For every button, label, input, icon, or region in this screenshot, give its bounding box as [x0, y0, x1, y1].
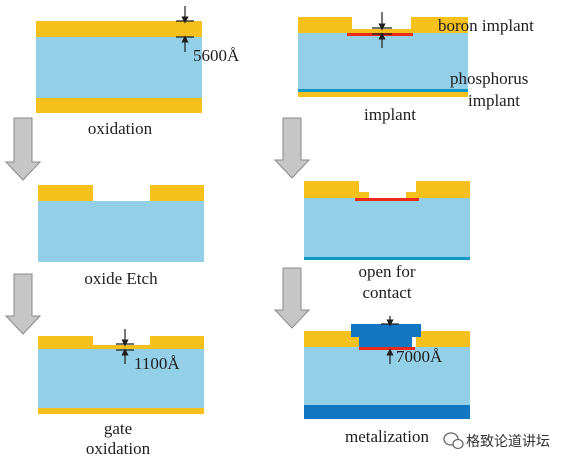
gate-oxide-thickness-label: 1100Å — [134, 354, 180, 373]
step-oxide-etch: oxide Etch — [38, 185, 204, 288]
oxide-block-left — [304, 331, 359, 347]
down-arrow-3 — [273, 117, 311, 179]
oxide-thickness-label: 5600Å — [193, 46, 240, 65]
thickness-marker — [176, 6, 194, 52]
step-label-gate: gate — [104, 419, 132, 438]
step-open-contact: open for contact — [304, 181, 470, 302]
silicon-wafer — [298, 33, 468, 91]
step-gate-oxidation: 1100Å gate oxidation — [38, 329, 204, 458]
silicon-wafer — [36, 37, 202, 98]
step-label-open-for: open for — [358, 262, 415, 281]
oxide-block-right — [411, 17, 468, 33]
down-arrow-1 — [4, 117, 42, 181]
silicon-wafer — [304, 198, 470, 258]
backside-metal — [304, 405, 470, 419]
oxide-block-left — [298, 17, 352, 33]
oxide-block-left — [304, 181, 359, 198]
down-arrow-4 — [273, 267, 311, 329]
gate-oxide-thin — [93, 345, 150, 349]
boron-implant-layer — [355, 198, 419, 201]
oxide-block-right — [416, 331, 470, 347]
silicon-wafer — [304, 347, 470, 405]
oxide-layer-bottom — [298, 92, 468, 97]
watermark: 格致论道讲坛 — [438, 425, 570, 453]
oxide-block-right — [416, 181, 470, 198]
phosphorus-implant-layer — [298, 89, 468, 92]
metal-contact — [351, 324, 421, 347]
watermark-text: 格致论道讲坛 — [466, 434, 550, 450]
phosphorus-implant-layer — [304, 257, 470, 260]
step-label-oxidation-2: oxidation — [86, 439, 151, 458]
oxide-block-left — [38, 185, 93, 201]
phosphorus-implant-label: implant — [468, 91, 520, 110]
oxide-layer-bottom — [36, 98, 202, 113]
oxide-layer-top — [36, 21, 202, 37]
phosphorus-label: phosphorus — [450, 69, 528, 88]
step-label-contact: contact — [362, 283, 411, 302]
silicon-wafer — [38, 201, 204, 262]
step-implant: boron implant phosphorus implant implant — [298, 12, 534, 124]
oxide-block-right — [150, 185, 204, 201]
down-arrow-2 — [4, 273, 42, 335]
step-oxidation: 5600Å oxidation — [36, 6, 240, 138]
wechat-icon — [443, 432, 464, 450]
metal-thickness-label: 7000Å — [396, 347, 443, 366]
thickness-marker — [372, 12, 392, 48]
silicon-wafer — [38, 349, 204, 408]
step-metalization: 7000Å metalization — [304, 316, 470, 446]
step-label-implant: implant — [364, 105, 416, 124]
thickness-marker — [116, 329, 134, 364]
step-label-metalization: metalization — [345, 427, 430, 446]
oxide-block-left — [38, 336, 93, 349]
oxide-block-right — [150, 336, 204, 349]
step-label-oxide-etch: oxide Etch — [84, 269, 158, 288]
gate-oxide-step-right — [406, 192, 416, 198]
gate-oxide-step-left — [359, 192, 369, 198]
step-label-oxidation: oxidation — [88, 119, 153, 138]
boron-implant-label: boron implant — [438, 16, 534, 35]
oxide-layer-bottom — [38, 408, 204, 414]
gate-oxide-thin — [352, 29, 411, 33]
thickness-marker — [381, 316, 399, 364]
